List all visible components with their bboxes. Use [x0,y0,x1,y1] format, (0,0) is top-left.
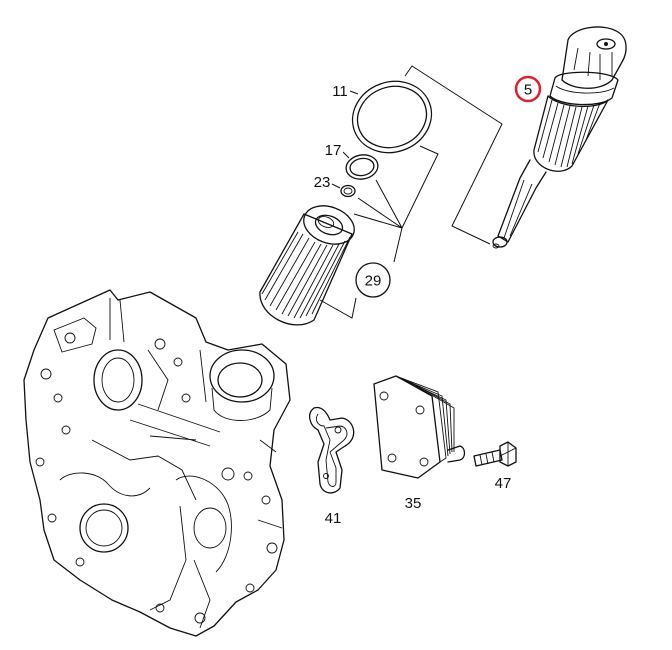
part-5-filter-cap[interactable] [492,26,627,249]
label-23: 23 [314,174,331,191]
part-29-filter-element[interactable] [259,199,360,326]
leader-23 [331,183,341,189]
leader-bracket-outer [404,65,503,245]
label-41: 41 [325,510,342,527]
label-29-circle[interactable]: 29 [355,262,391,298]
part-23-tiny-oring[interactable] [340,184,356,198]
part-47-bolt[interactable] [473,441,517,467]
label-5-highlight[interactable]: 5 [514,75,542,103]
label-47: 47 [495,475,512,492]
leader-11 [349,90,359,95]
part-17-small-oring[interactable] [344,152,380,181]
part-35-oil-cooler[interactable] [373,375,466,479]
part-11-large-oring[interactable] [342,70,441,163]
label-17: 17 [325,142,342,159]
label-35: 35 [405,495,422,512]
leader-bracket-inner [319,145,439,319]
label-11: 11 [332,83,348,100]
part-41-gasket[interactable] [308,406,355,494]
timing-cover-housing [23,289,291,637]
label-29: 29 [365,273,382,290]
leader-17 [342,151,350,159]
label-5: 5 [524,82,532,99]
